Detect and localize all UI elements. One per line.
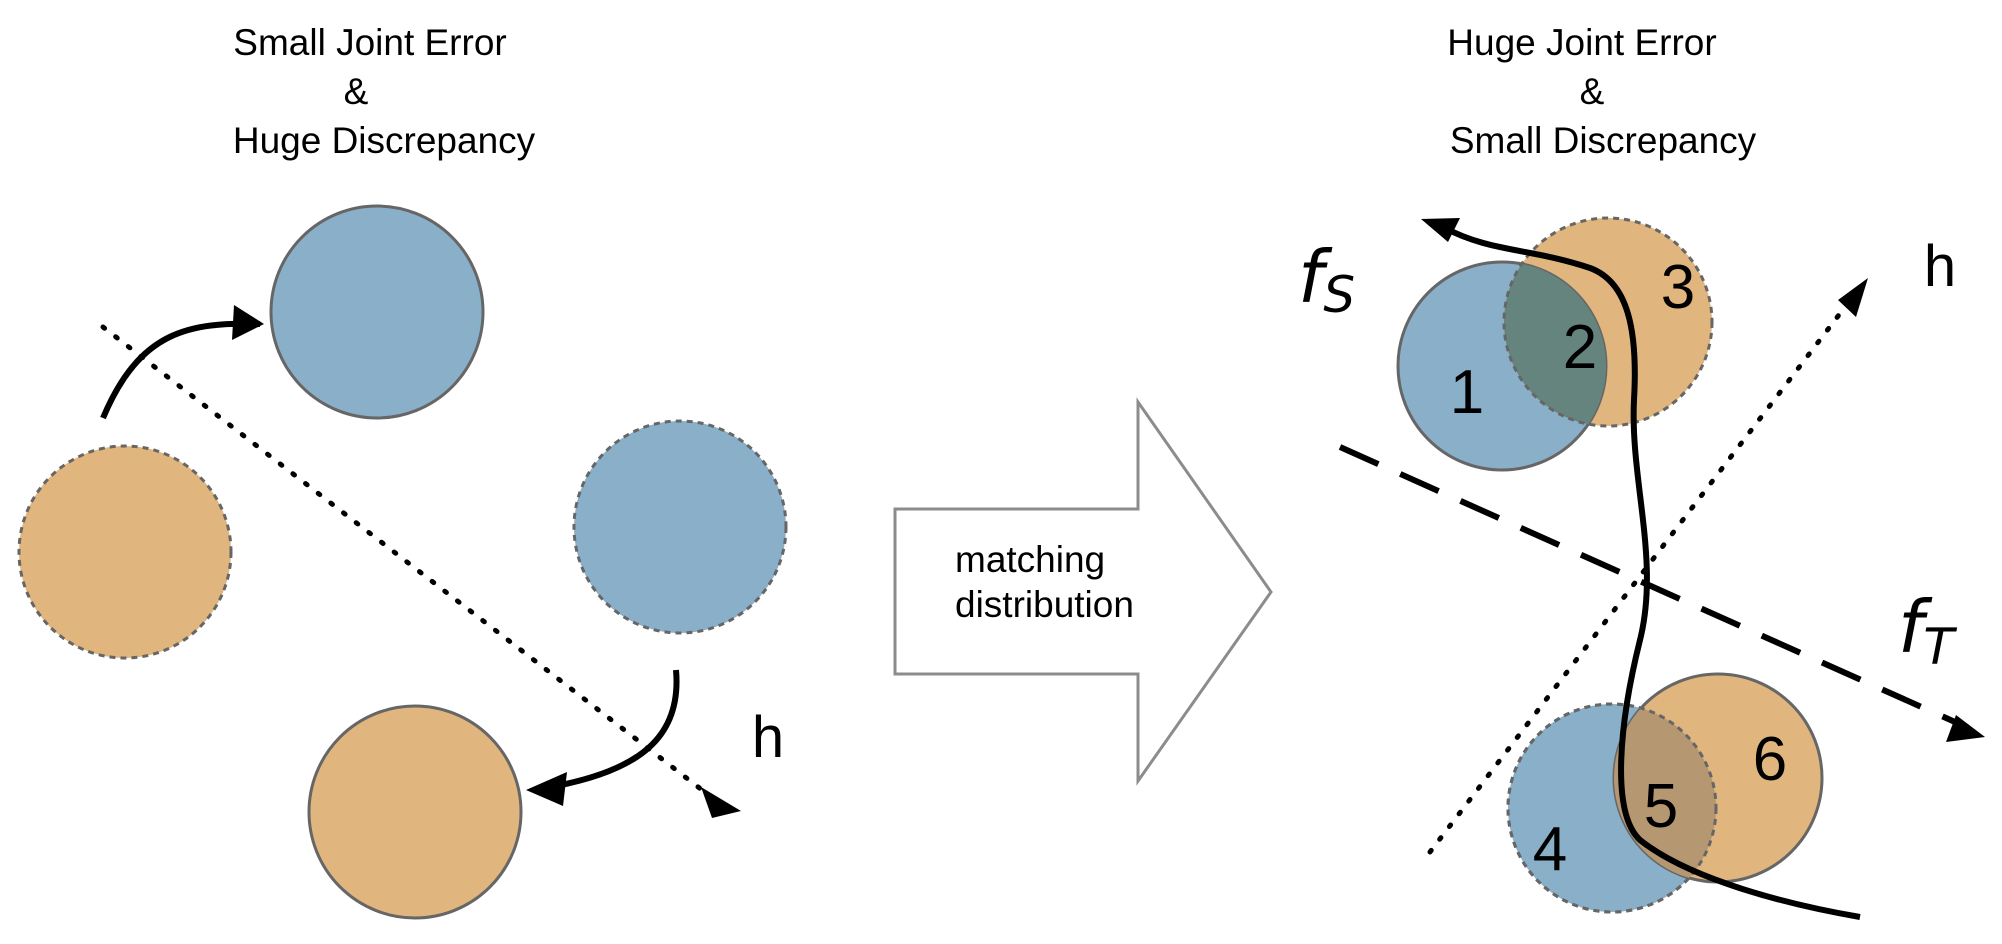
left-blue-circle-solid [269,204,485,420]
center-arrow: matching distribution [893,397,1273,786]
left-lower-curved-arrow [555,669,680,789]
ft-arrowhead [1946,715,1985,742]
region-number-4: 4 [1533,815,1567,884]
fs-label-sub: S [1323,266,1355,324]
matching-arrow-shape [893,397,1273,786]
right-h-axis-line [1427,300,1851,855]
fs-curve [1443,225,1861,920]
left-title-line-3: Huge Discrepancy [233,120,536,161]
region-number-2: 2 [1563,313,1597,382]
center-label-line-2: distribution [955,584,1134,625]
left-upper-arrowhead [232,305,264,340]
left-h-axis-line [100,324,705,793]
right-panel: Huge Joint Error & Small Discrepancy h 1… [1298,22,1985,920]
region-number-6: 6 [1753,725,1787,794]
right-title-line-2: & [1580,71,1605,112]
left-blue-circle-dashed [572,419,788,635]
ft-label: fT [1898,585,1957,676]
center-label-line-1: matching [955,539,1105,580]
fs-arrowhead [1421,218,1460,242]
left-title-line-1: Small Joint Error [233,22,506,63]
ft-label-sub: T [1923,618,1957,676]
region-number-1: 1 [1450,358,1484,427]
right-h-label: h [1924,234,1956,299]
left-lower-arrowhead [526,772,567,806]
left-h-label: h [752,705,784,770]
left-title-line-2: & [344,71,369,112]
left-upper-curved-arrow [100,320,261,420]
region-number-5: 5 [1644,772,1678,841]
left-orange-circle-solid [307,704,523,920]
left-h-axis-arrowhead [701,787,741,818]
right-title-line-3: Small Discrepancy [1450,120,1757,161]
right-h-axis-arrowhead [1838,278,1868,317]
left-orange-circle-dashed [17,444,233,660]
fs-label: fS [1298,235,1355,324]
region-number-3: 3 [1661,253,1695,322]
overlap-region-5 [1614,704,1716,882]
right-title-line-1: Huge Joint Error [1447,22,1716,63]
blue-circle-4-edge [1506,702,1718,914]
left-panel: Small Joint Error & Huge Discrepancy h [17,22,788,920]
